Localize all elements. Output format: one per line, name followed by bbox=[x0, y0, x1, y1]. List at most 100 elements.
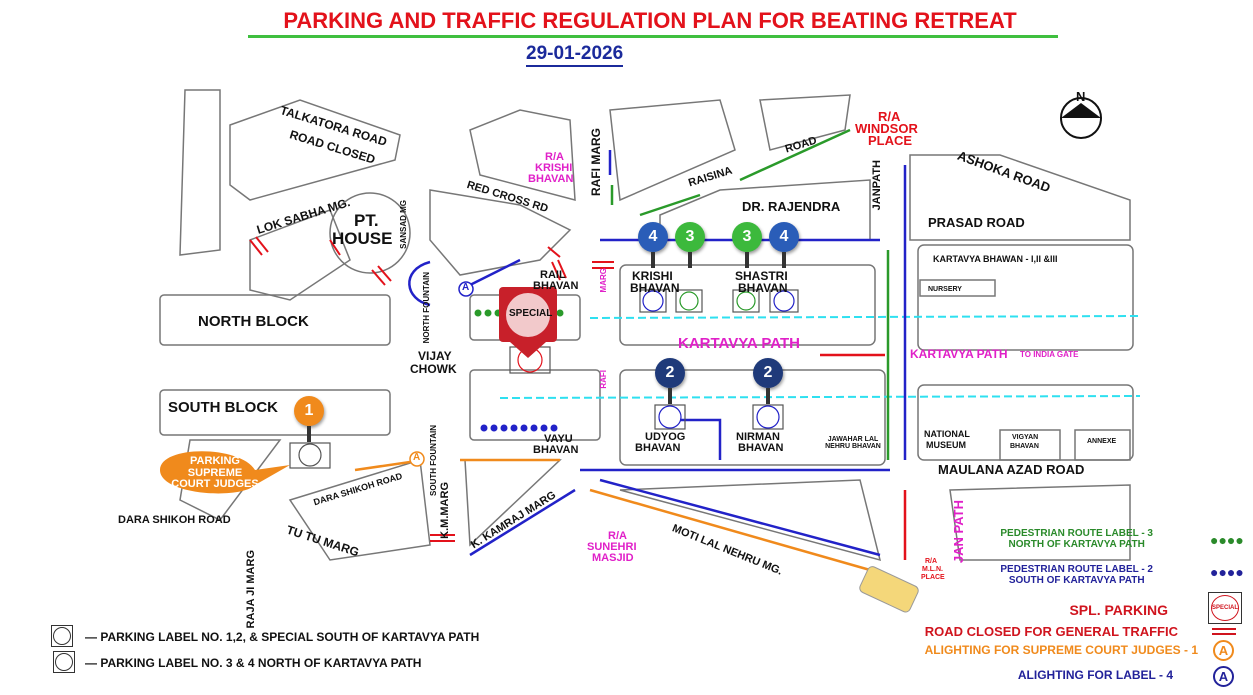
road-closed-marks bbox=[249, 236, 614, 542]
roundabout-label: R/A bbox=[608, 530, 627, 542]
alighting-4-icon: A bbox=[1213, 666, 1234, 687]
legend-text: PEDESTRIAN ROUTE LABEL - 2 bbox=[1000, 564, 1153, 575]
kartavya-path-canal bbox=[499, 315, 1141, 399]
road-label: SANSAD MG bbox=[399, 200, 408, 249]
alighting-1-icon: A bbox=[1213, 640, 1234, 661]
road-label: K.M.MARG bbox=[439, 482, 451, 539]
parking-pin-4[interactable]: 4 bbox=[638, 222, 668, 268]
building-label: BHAVAN bbox=[533, 444, 579, 456]
road-label: RAFI MARG bbox=[589, 128, 603, 196]
road-label: JAN PATH bbox=[951, 500, 966, 564]
building-label: SHASTRI bbox=[735, 269, 788, 283]
building-label: KRISHI bbox=[632, 269, 673, 283]
building-label: NORTH BLOCK bbox=[198, 313, 309, 330]
building-label: NATIONAL bbox=[924, 429, 970, 439]
parking-spots bbox=[289, 289, 799, 469]
special-parking-icon: SPECIAL bbox=[1208, 592, 1242, 624]
building-label: VAYU bbox=[544, 433, 573, 445]
building-label: SOUTH BLOCK bbox=[168, 399, 278, 416]
road-label: TO INDIA GATE bbox=[1020, 350, 1079, 359]
map-title: PARKING AND TRAFFIC REGULATION PLAN FOR … bbox=[283, 8, 1017, 33]
car-icon bbox=[859, 566, 919, 613]
legend-parking-south-icon bbox=[51, 625, 73, 647]
road-label: KARTAVYA PATH bbox=[678, 335, 800, 352]
legend-parking-north-text: PARKING LABEL NO. 3 & 4 NORTH OF KARTAVY… bbox=[100, 656, 422, 670]
road-label: MAULANA AZAD ROAD bbox=[938, 462, 1085, 477]
alighting-4-marker bbox=[458, 281, 474, 297]
road-label: RAFI bbox=[599, 370, 608, 389]
parking-pin-2[interactable]: 2 bbox=[753, 358, 783, 404]
building-label: BHAVAN bbox=[533, 280, 579, 292]
compass-icon bbox=[1060, 97, 1102, 139]
parking-pin-3[interactable]: 3 bbox=[732, 222, 762, 268]
alighting-1-symbol: A bbox=[413, 452, 421, 463]
parking-callout-text: PARKING SUPREME COURT JUDGES bbox=[171, 455, 259, 491]
roundabout-label: MASJID bbox=[592, 552, 634, 564]
legend-text: NORTH OF KARTAVYA PATH bbox=[1008, 539, 1145, 550]
building-label: BHAVAN bbox=[635, 442, 681, 454]
roundabout-label: SUNEHRI bbox=[587, 541, 637, 553]
legend-spl-parking: SPL. PARKING bbox=[1069, 602, 1168, 618]
legend-text: SOUTH OF KARTAVYA PATH bbox=[1008, 575, 1145, 586]
special-icon-text: SPECIAL bbox=[1211, 595, 1239, 621]
roundabout-label: R/A bbox=[545, 151, 564, 163]
road-label: MARG bbox=[599, 268, 608, 293]
legend-parking-south-text: PARKING LABEL NO. 1,2, & SPECIAL SOUTH O… bbox=[100, 630, 480, 644]
roundabout-label: PLACE bbox=[868, 133, 913, 148]
roundabout-label: PLACE bbox=[921, 574, 945, 581]
parking-pin-3[interactable]: 3 bbox=[675, 222, 705, 268]
road-closed-icon bbox=[1212, 628, 1236, 635]
building-label: VIGYAN bbox=[1012, 434, 1039, 441]
parking-pin-4[interactable]: 4 bbox=[769, 222, 799, 268]
building-label: BHAVAN bbox=[1010, 443, 1039, 450]
building-label: NURSERY bbox=[928, 286, 962, 293]
road-label: PRASAD ROAD bbox=[928, 215, 1025, 230]
blue-dots-icon: ●●●● bbox=[1210, 564, 1244, 580]
building-label: PT. bbox=[354, 211, 379, 230]
building-label: NIRMAN bbox=[736, 431, 780, 443]
building-label: BHAVAN bbox=[630, 281, 680, 295]
parking-pin-2[interactable]: 2 bbox=[655, 358, 685, 404]
road-label: DR. RAJENDRA bbox=[742, 199, 841, 214]
landmark-label: VIJAY bbox=[418, 349, 452, 363]
building-label: JAWAHAR LAL NEHRU BHAVAN bbox=[825, 436, 881, 451]
compass-north-label: N bbox=[1076, 89, 1086, 104]
road-label: JANPATH bbox=[871, 160, 883, 211]
legend-text: PEDESTRIAN ROUTE LABEL - 3 bbox=[1000, 528, 1153, 539]
special-parking-pin[interactable]: SPECIAL bbox=[509, 308, 553, 319]
alighting-4-symbol: A bbox=[462, 282, 470, 293]
building-label: BHAVAN bbox=[738, 281, 788, 295]
building-label: ANNEXE bbox=[1087, 438, 1117, 445]
parking-pin-1[interactable]: 1 bbox=[294, 396, 324, 442]
building-label: MUSEUM bbox=[926, 440, 966, 450]
landmark-label: CHOWK bbox=[410, 362, 457, 376]
road-label: RAJA JI MARG bbox=[245, 550, 257, 629]
legend-parking-south: — PARKING LABEL NO. 1,2, & SPECIAL SOUTH… bbox=[85, 630, 480, 644]
legend-parking-north-icon bbox=[53, 651, 75, 673]
building-label: RAIL bbox=[540, 269, 566, 281]
legend-alighting-1: ALIGHTING FOR SUPREME COURT JUDGES - 1 bbox=[924, 643, 1198, 657]
roundabout-label: M.L.N. bbox=[922, 566, 943, 573]
green-dots-icon: ●●●● bbox=[1210, 532, 1244, 548]
landmark-label: SOUTH FOUNTAIN bbox=[429, 425, 438, 496]
legend-parking-north: — PARKING LABEL NO. 3 & 4 NORTH OF KARTA… bbox=[85, 656, 422, 670]
building-label: HOUSE bbox=[332, 229, 393, 248]
roundabout-label: R/A bbox=[925, 558, 938, 565]
legend-alighting-4: ALIGHTING FOR LABEL - 4 bbox=[1017, 668, 1173, 682]
roundabout-label: BHAVAN bbox=[528, 173, 574, 185]
roundabout-label: KRISHI bbox=[535, 162, 573, 174]
special-pin-tip bbox=[510, 342, 546, 358]
roundabout-label: WINDSOR bbox=[855, 121, 918, 136]
title-underline bbox=[248, 35, 1058, 38]
landmark-label: NORTH FOUNTAIN bbox=[422, 272, 431, 344]
pedestrian-route-2 bbox=[480, 424, 558, 432]
roundabout-label: R/A bbox=[878, 109, 901, 124]
road-label: KARTAVYA PATH bbox=[910, 347, 1008, 361]
parking-callout-bubble bbox=[160, 451, 290, 494]
alighting-1-marker bbox=[409, 451, 425, 467]
legend-road-closed: ROAD CLOSED FOR GENERAL TRAFFIC bbox=[924, 624, 1178, 639]
event-date: 29-01-2026 bbox=[526, 43, 624, 67]
building-label: KARTAVYA BHAWAN - I,II &III bbox=[933, 254, 1058, 264]
